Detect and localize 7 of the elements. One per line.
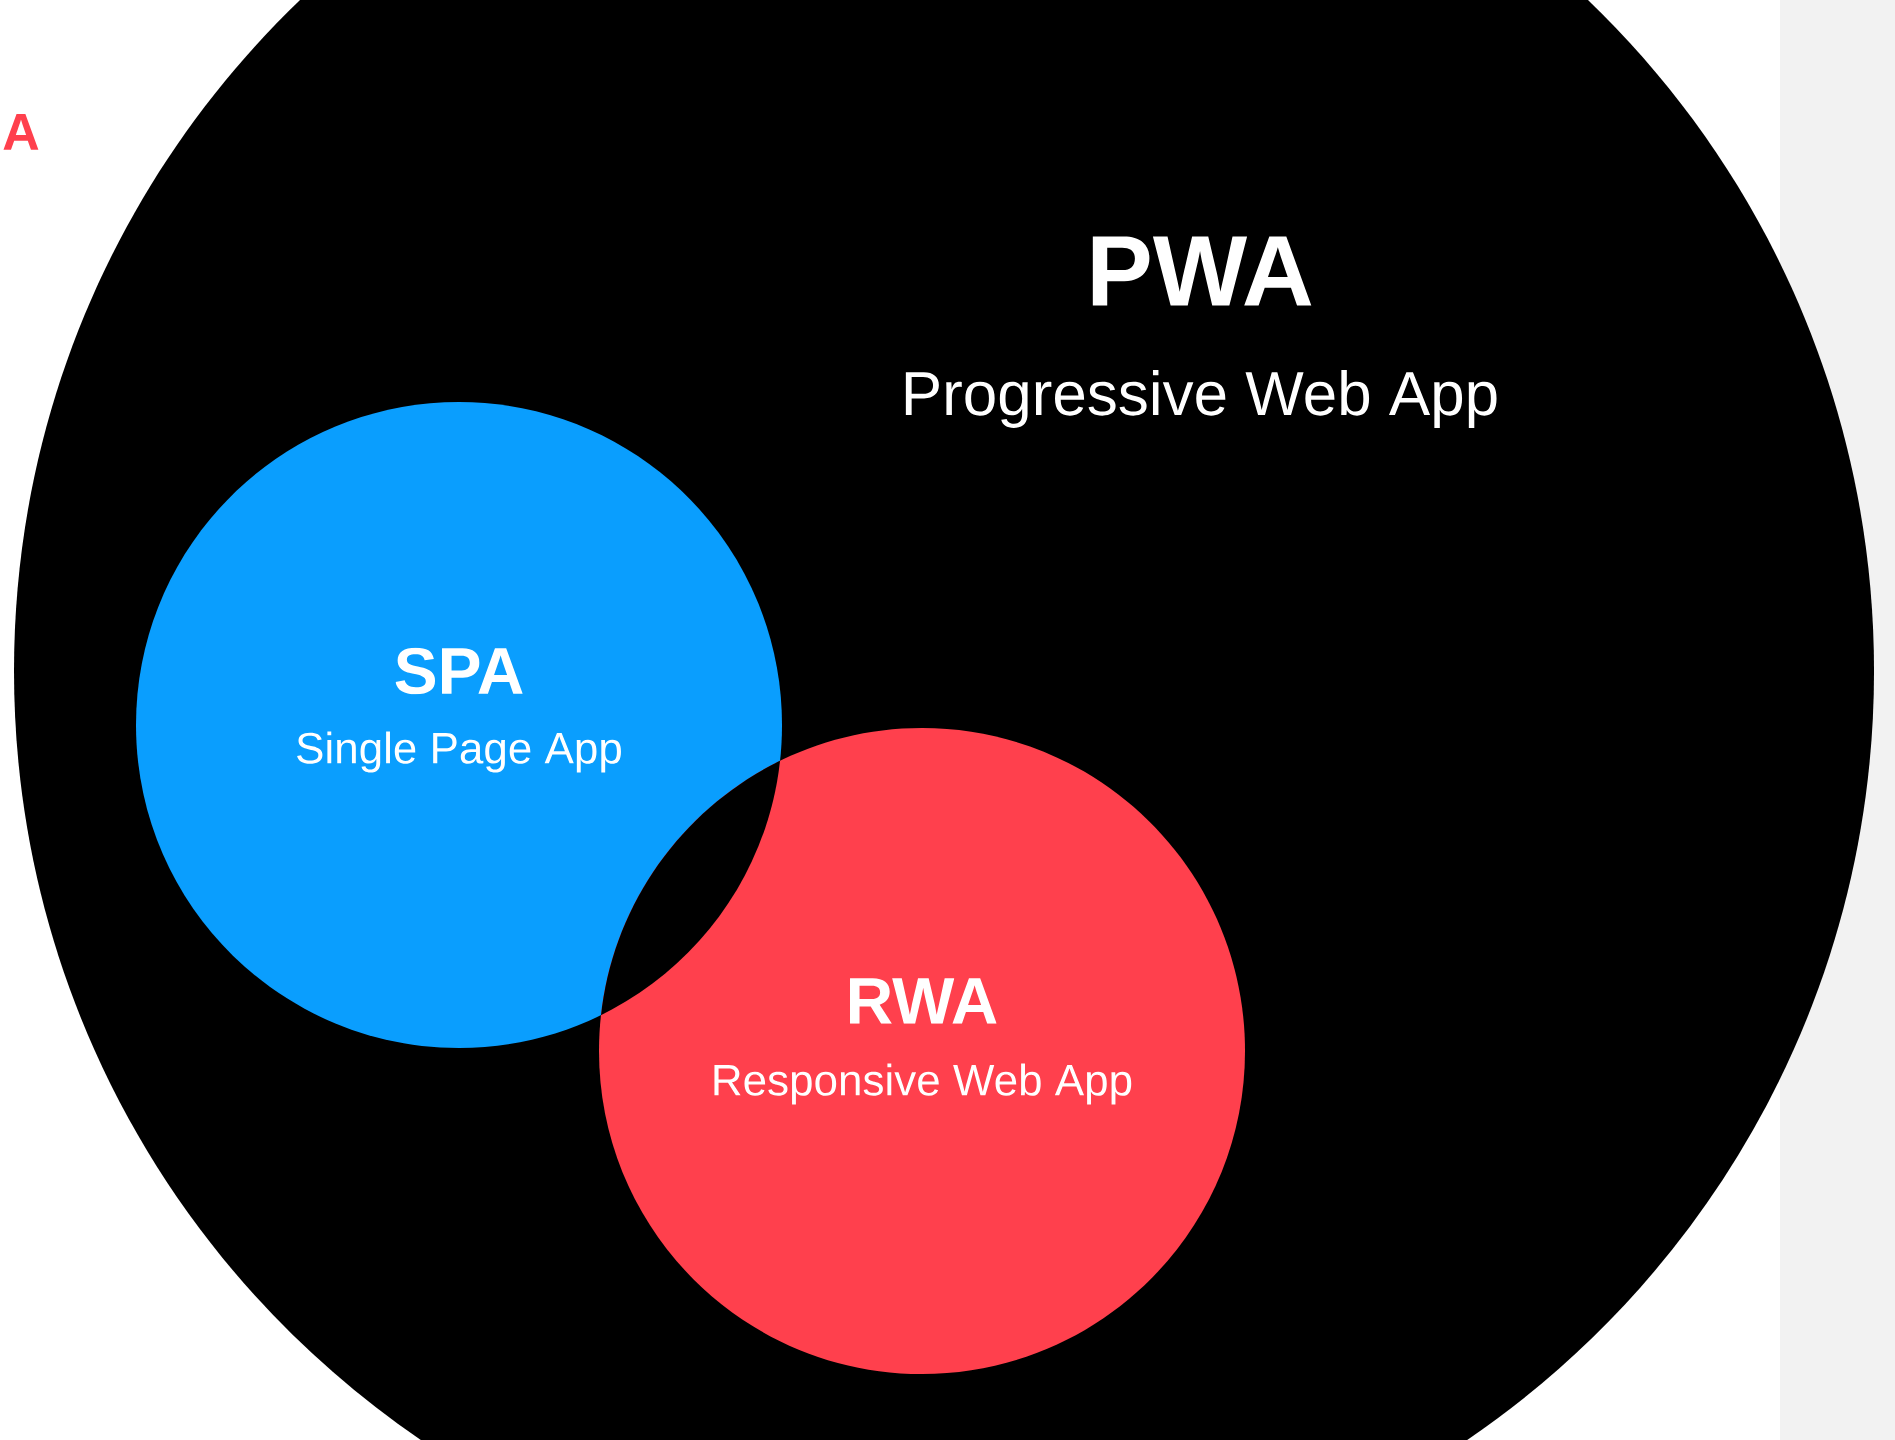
circle-subtitle: Single Page App: [297, 731, 621, 773]
circle-subtitle: Progressive Web App: [905, 370, 1497, 428]
circle-title: RWA: [850, 978, 997, 1024]
circle-title: PWA: [1092, 236, 1312, 306]
cut-label: A: [3, 114, 39, 150]
circle-subtitle: Responsive Web App: [714, 1063, 1132, 1105]
circle-title: SPA: [395, 647, 523, 695]
